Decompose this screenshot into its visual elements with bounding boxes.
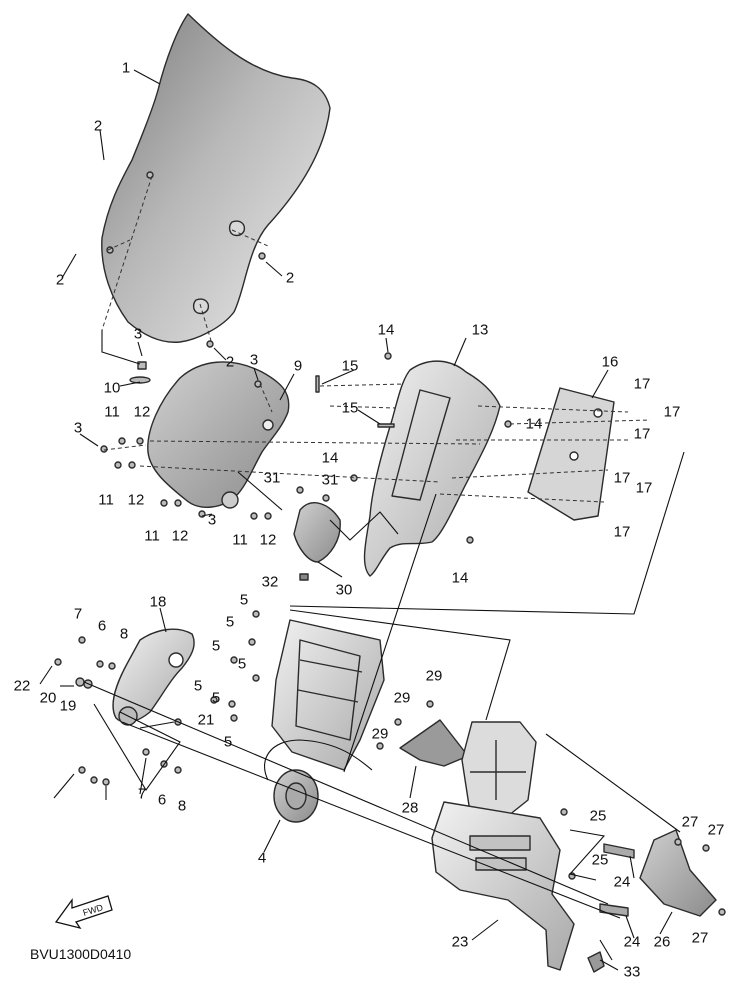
bracket-hole [262,419,274,431]
callout-30: 30 [335,581,353,599]
diagram-code: BVU1300D0410 [30,946,132,962]
callout-29: 29 [371,725,389,743]
callout-12: 12 [259,531,277,549]
callout-11: 11 [144,527,160,545]
callout-8: 8 [119,625,129,643]
meter-housing-opening [391,389,451,501]
leader-lines [39,69,673,971]
callout-14: 14 [377,321,395,339]
callout-3: 3 [73,419,83,437]
callout-12: 12 [171,527,189,545]
callout-24: 24 [623,933,641,951]
callout-12: 12 [133,403,151,421]
callout-11: 11 [98,491,114,509]
callout-5: 5 [239,591,249,609]
callout-18: 18 [149,593,167,611]
callout-3: 3 [133,325,143,343]
callout-19: 19 [59,697,77,715]
windshield-part [101,13,331,343]
callout-23: 23 [451,933,469,951]
callout-25: 25 [589,807,607,825]
bolt-24 [599,903,629,917]
callout-5: 5 [223,733,233,751]
side-bracket-part [639,829,717,917]
callout-21: 21 [197,711,215,729]
control-unit-part [461,721,537,817]
callout-25: 25 [591,851,609,869]
callout-31: 31 [263,469,281,487]
callout-5: 5 [211,637,221,655]
bracket-boss [221,491,239,509]
adjuster-frame-part [271,619,385,771]
callout-27: 27 [691,929,709,947]
callout-13: 13 [471,321,489,339]
callout-2: 2 [225,353,235,371]
callout-2: 2 [55,271,65,289]
callout-16: 16 [601,353,619,371]
clip-part [299,573,309,581]
callout-9: 9 [293,357,303,375]
callout-24: 24 [613,873,631,891]
callout-10: 10 [103,379,121,397]
small-bracket-part [399,719,469,767]
callout-11: 11 [232,531,248,549]
upper-bracket-part [112,628,195,723]
callout-27: 27 [707,821,725,839]
callout-5: 5 [225,613,235,631]
callout-11: 11 [104,403,120,421]
callout-4: 4 [257,849,267,867]
callout-6: 6 [97,617,107,635]
callout-17: 17 [635,479,653,497]
callout-17: 17 [613,523,631,541]
callout-12: 12 [127,491,145,509]
band-clip-part [587,951,605,973]
callout-2: 2 [93,117,103,135]
callout-27: 27 [681,813,699,831]
fwd-arrow-icon: FWD [54,895,113,930]
small-cover-part [293,502,341,563]
callout-5: 5 [193,677,203,695]
callout-2: 2 [285,269,295,287]
callout-15: 15 [341,399,359,417]
callout-5: 5 [211,689,221,707]
callout-14: 14 [525,415,543,433]
callout-7: 7 [73,605,83,623]
callout-14: 14 [321,449,339,467]
callout-29: 29 [425,667,443,685]
callout-17: 17 [633,375,651,393]
callout-33: 33 [623,963,641,981]
callout-17: 17 [633,425,651,443]
windshield-hole [228,220,246,237]
callout-17: 17 [663,403,681,421]
callout-31: 31 [321,471,339,489]
callout-3: 3 [207,511,217,529]
callout-7: 7 [137,785,147,803]
callout-15: 15 [341,357,359,375]
callout-3: 3 [249,351,259,369]
callout-26: 26 [653,933,671,951]
callout-29: 29 [393,689,411,707]
callout-14: 14 [451,569,469,587]
callout-17: 17 [613,469,631,487]
callout-28: 28 [401,799,419,817]
callout-32: 32 [261,573,279,591]
callout-5: 5 [237,655,247,673]
meter-housing-part [363,360,501,577]
callout-1: 1 [121,59,131,77]
bolt-24 [603,843,635,859]
callout-6: 6 [157,791,167,809]
callout-20: 20 [39,689,57,707]
callout-22: 22 [13,677,31,695]
callout-8: 8 [177,797,187,815]
